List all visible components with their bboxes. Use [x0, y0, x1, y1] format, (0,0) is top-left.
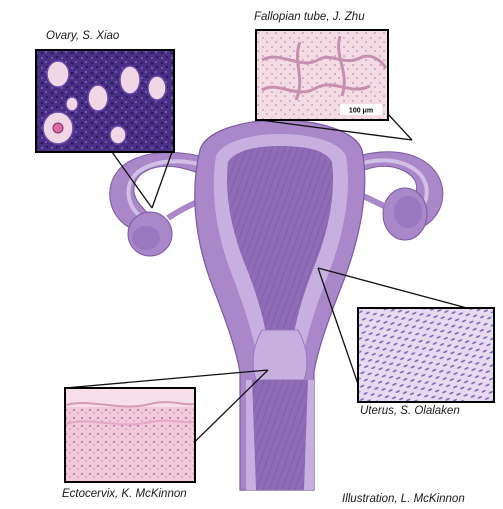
uterus-micrograph [358, 308, 494, 402]
fallopian-tube-micrograph: 100 μm [256, 30, 388, 120]
fallopian-tube-label: Fallopian tube, J. Zhu [254, 11, 365, 23]
illustration-credit: Illustration, L. McKinnon [342, 493, 465, 505]
vaginal-canal [252, 380, 308, 490]
cervix [253, 330, 307, 380]
scale-bar-label: 100 μm [349, 108, 373, 115]
ovary-micrograph [36, 50, 174, 152]
ectocervix-micrograph [65, 388, 195, 482]
uterus-label: Uterus, S. Olalaken [360, 405, 460, 417]
ectocervix-label: Ectocervix, K. McKinnon [62, 488, 187, 500]
ovary-label: Ovary, S. Xiao [46, 30, 119, 42]
